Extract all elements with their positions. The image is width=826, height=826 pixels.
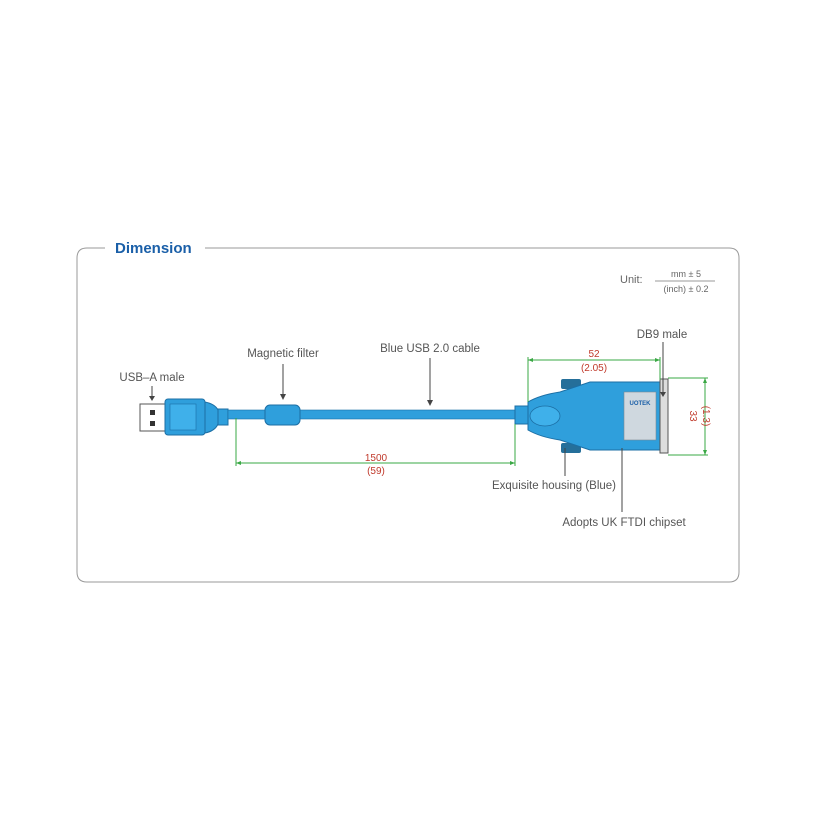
connector-height-inch: (1.3) (700, 406, 711, 427)
unit-primary: mm ± 5 (671, 269, 701, 279)
connector-length-inch: (2.05) (581, 363, 607, 374)
callout-db9: DB9 male (637, 329, 688, 341)
callout-arrows (149, 342, 666, 512)
unit-label: Unit: (620, 274, 643, 286)
connector-length-mm: 52 (588, 349, 600, 360)
connector-height-mm: 33 (687, 410, 698, 422)
db9-connector: UOTEK (527, 378, 669, 454)
section-title: Dimension (115, 240, 192, 257)
callout-usb-a: USB–A male (119, 372, 184, 384)
dimension-connector-height (668, 377, 708, 456)
cable-length-inch: (59) (367, 466, 385, 477)
logo-text: UOTEK (630, 401, 652, 407)
frame (76, 247, 740, 583)
dimension-connector-length (527, 357, 661, 402)
dimension-cable-length (235, 418, 516, 466)
callout-magnetic-filter: Magnetic filter (247, 348, 319, 360)
callout-chipset: Adopts UK FTDI chipset (562, 517, 686, 529)
callout-cable: Blue USB 2.0 cable (380, 343, 480, 355)
usb-cable (139, 398, 530, 436)
unit-secondary: (inch) ± 0.2 (664, 284, 709, 294)
callout-housing: Exquisite housing (Blue) (492, 480, 616, 492)
cable-length-mm: 1500 (365, 453, 388, 464)
